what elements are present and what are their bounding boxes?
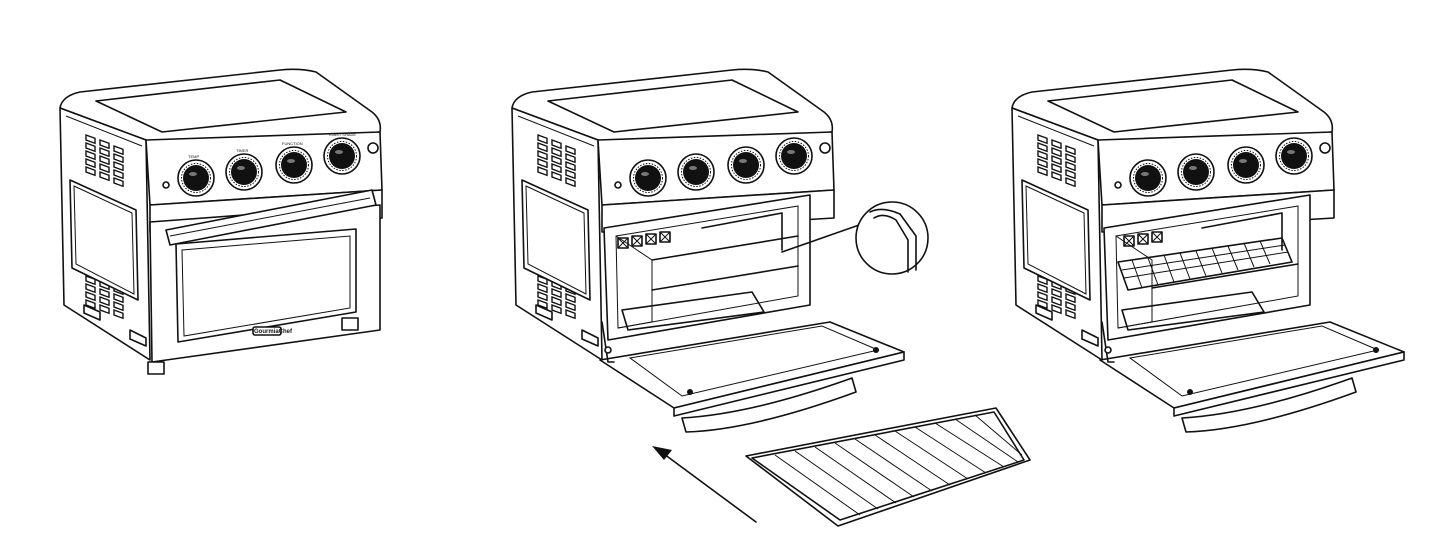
knob-label-toast-shade: TOAST SHADE — [328, 132, 356, 137]
knob-label-temp: TEMP — [188, 154, 199, 159]
step-1-closed-oven: GourmiaChef TEMP TIMER FUNCTION TOAST SH… — [60, 69, 382, 375]
knob-label-function: FUNCTION — [282, 141, 303, 146]
step-3-rack-installed — [1012, 69, 1405, 433]
brand-logo: GourmiaChef — [254, 329, 293, 335]
insert-direction-arrow — [652, 446, 757, 523]
knob-label-timer: TIMER — [236, 148, 249, 153]
step-2-door-open — [512, 69, 929, 433]
wire-rack — [745, 407, 1031, 527]
